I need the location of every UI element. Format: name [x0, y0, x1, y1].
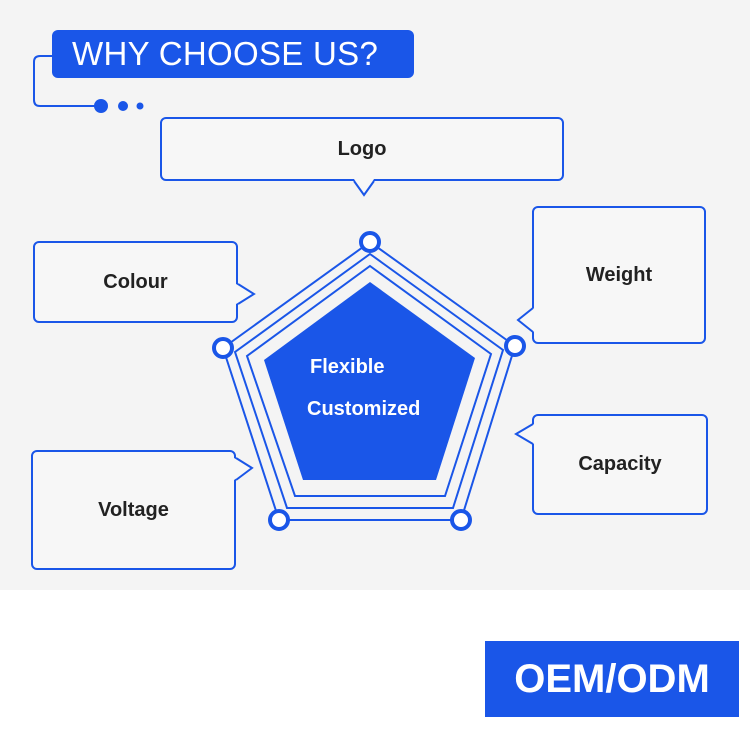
bubble-colour: Colour — [33, 241, 238, 323]
pentagon-core — [264, 282, 475, 480]
center-text-customized: Customized — [307, 398, 421, 420]
bubble-capacity-label: Capacity — [578, 453, 662, 475]
pentagon-ring-3 — [245, 264, 493, 497]
dot-small — [136, 102, 144, 110]
oem-odm-badge: OEM/ODM — [485, 641, 739, 717]
vertex-top — [359, 231, 381, 253]
bubble-weight: Weight — [532, 206, 706, 344]
dot-medium — [118, 101, 128, 111]
vertex-bottom-right — [450, 509, 472, 531]
dot-large — [94, 99, 108, 113]
bubble-capacity: Capacity — [532, 414, 708, 515]
vertex-bottom-left — [268, 509, 290, 531]
center-text-flexible: Flexible — [310, 356, 385, 378]
bubble-colour-label: Colour — [103, 270, 168, 293]
bubble-voltage: Voltage — [31, 450, 236, 570]
bubble-logo-label: Logo — [337, 137, 387, 160]
bubble-voltage-label: Voltage — [98, 498, 169, 521]
bubble-weight-label: Weight — [585, 263, 653, 286]
page-title: WHY CHOOSE US? — [52, 30, 414, 78]
connector-line — [33, 55, 96, 107]
pentagon-ring-outer — [221, 240, 517, 521]
vertex-left — [212, 337, 234, 359]
bubble-logo: Logo — [160, 117, 564, 181]
pentagon-ring-2 — [233, 252, 505, 509]
vertex-right — [504, 335, 526, 357]
